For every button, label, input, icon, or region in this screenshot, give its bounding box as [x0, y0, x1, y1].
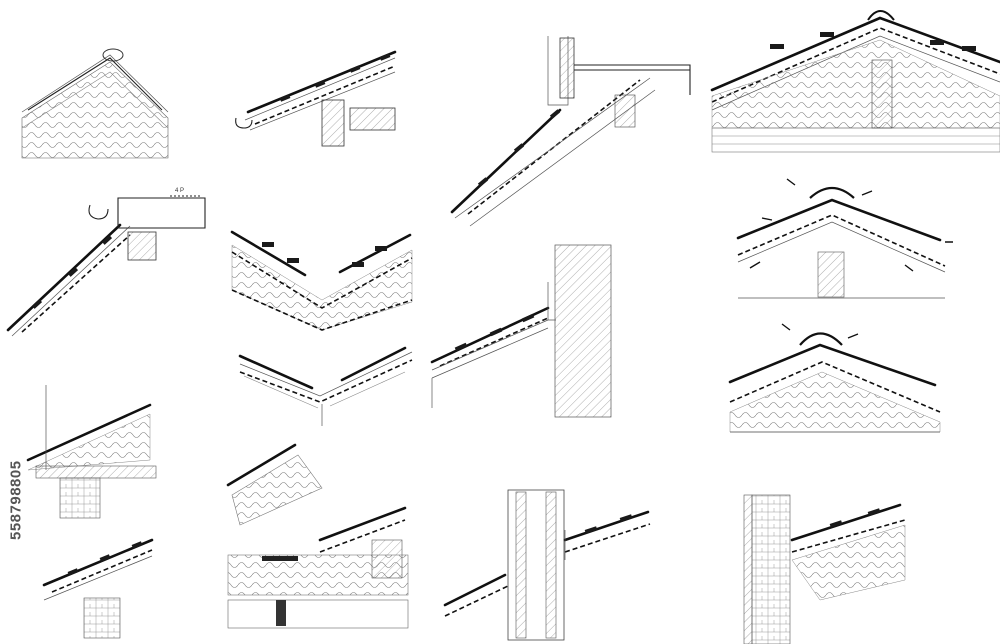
- detail-valley-large: [230, 230, 413, 331]
- detail-eaves-insulated-1: [26, 385, 157, 639]
- detail-wall-abutment-2: [743, 494, 906, 644]
- detail-valley-insulated: [226, 443, 409, 629]
- detail-verge-wall-top: [450, 36, 691, 227]
- detail-valley-small: [238, 346, 413, 426]
- detail-ridge-vented-1: [736, 178, 953, 299]
- stock-watermark-id: 558798805: [7, 460, 25, 540]
- detail-chimney-abutment: [443, 489, 651, 641]
- detail-eaves-gutter-2: [6, 195, 206, 337]
- detail-ridge-small: [21, 48, 169, 159]
- detail-ridge-vented-2: [728, 323, 941, 433]
- detail-ridge-large: [710, 10, 1000, 153]
- detail-wall-abutment: [430, 244, 612, 418]
- dimension-mark: 4 P: [175, 188, 184, 194]
- detail-eaves-gutter-1: [235, 50, 397, 147]
